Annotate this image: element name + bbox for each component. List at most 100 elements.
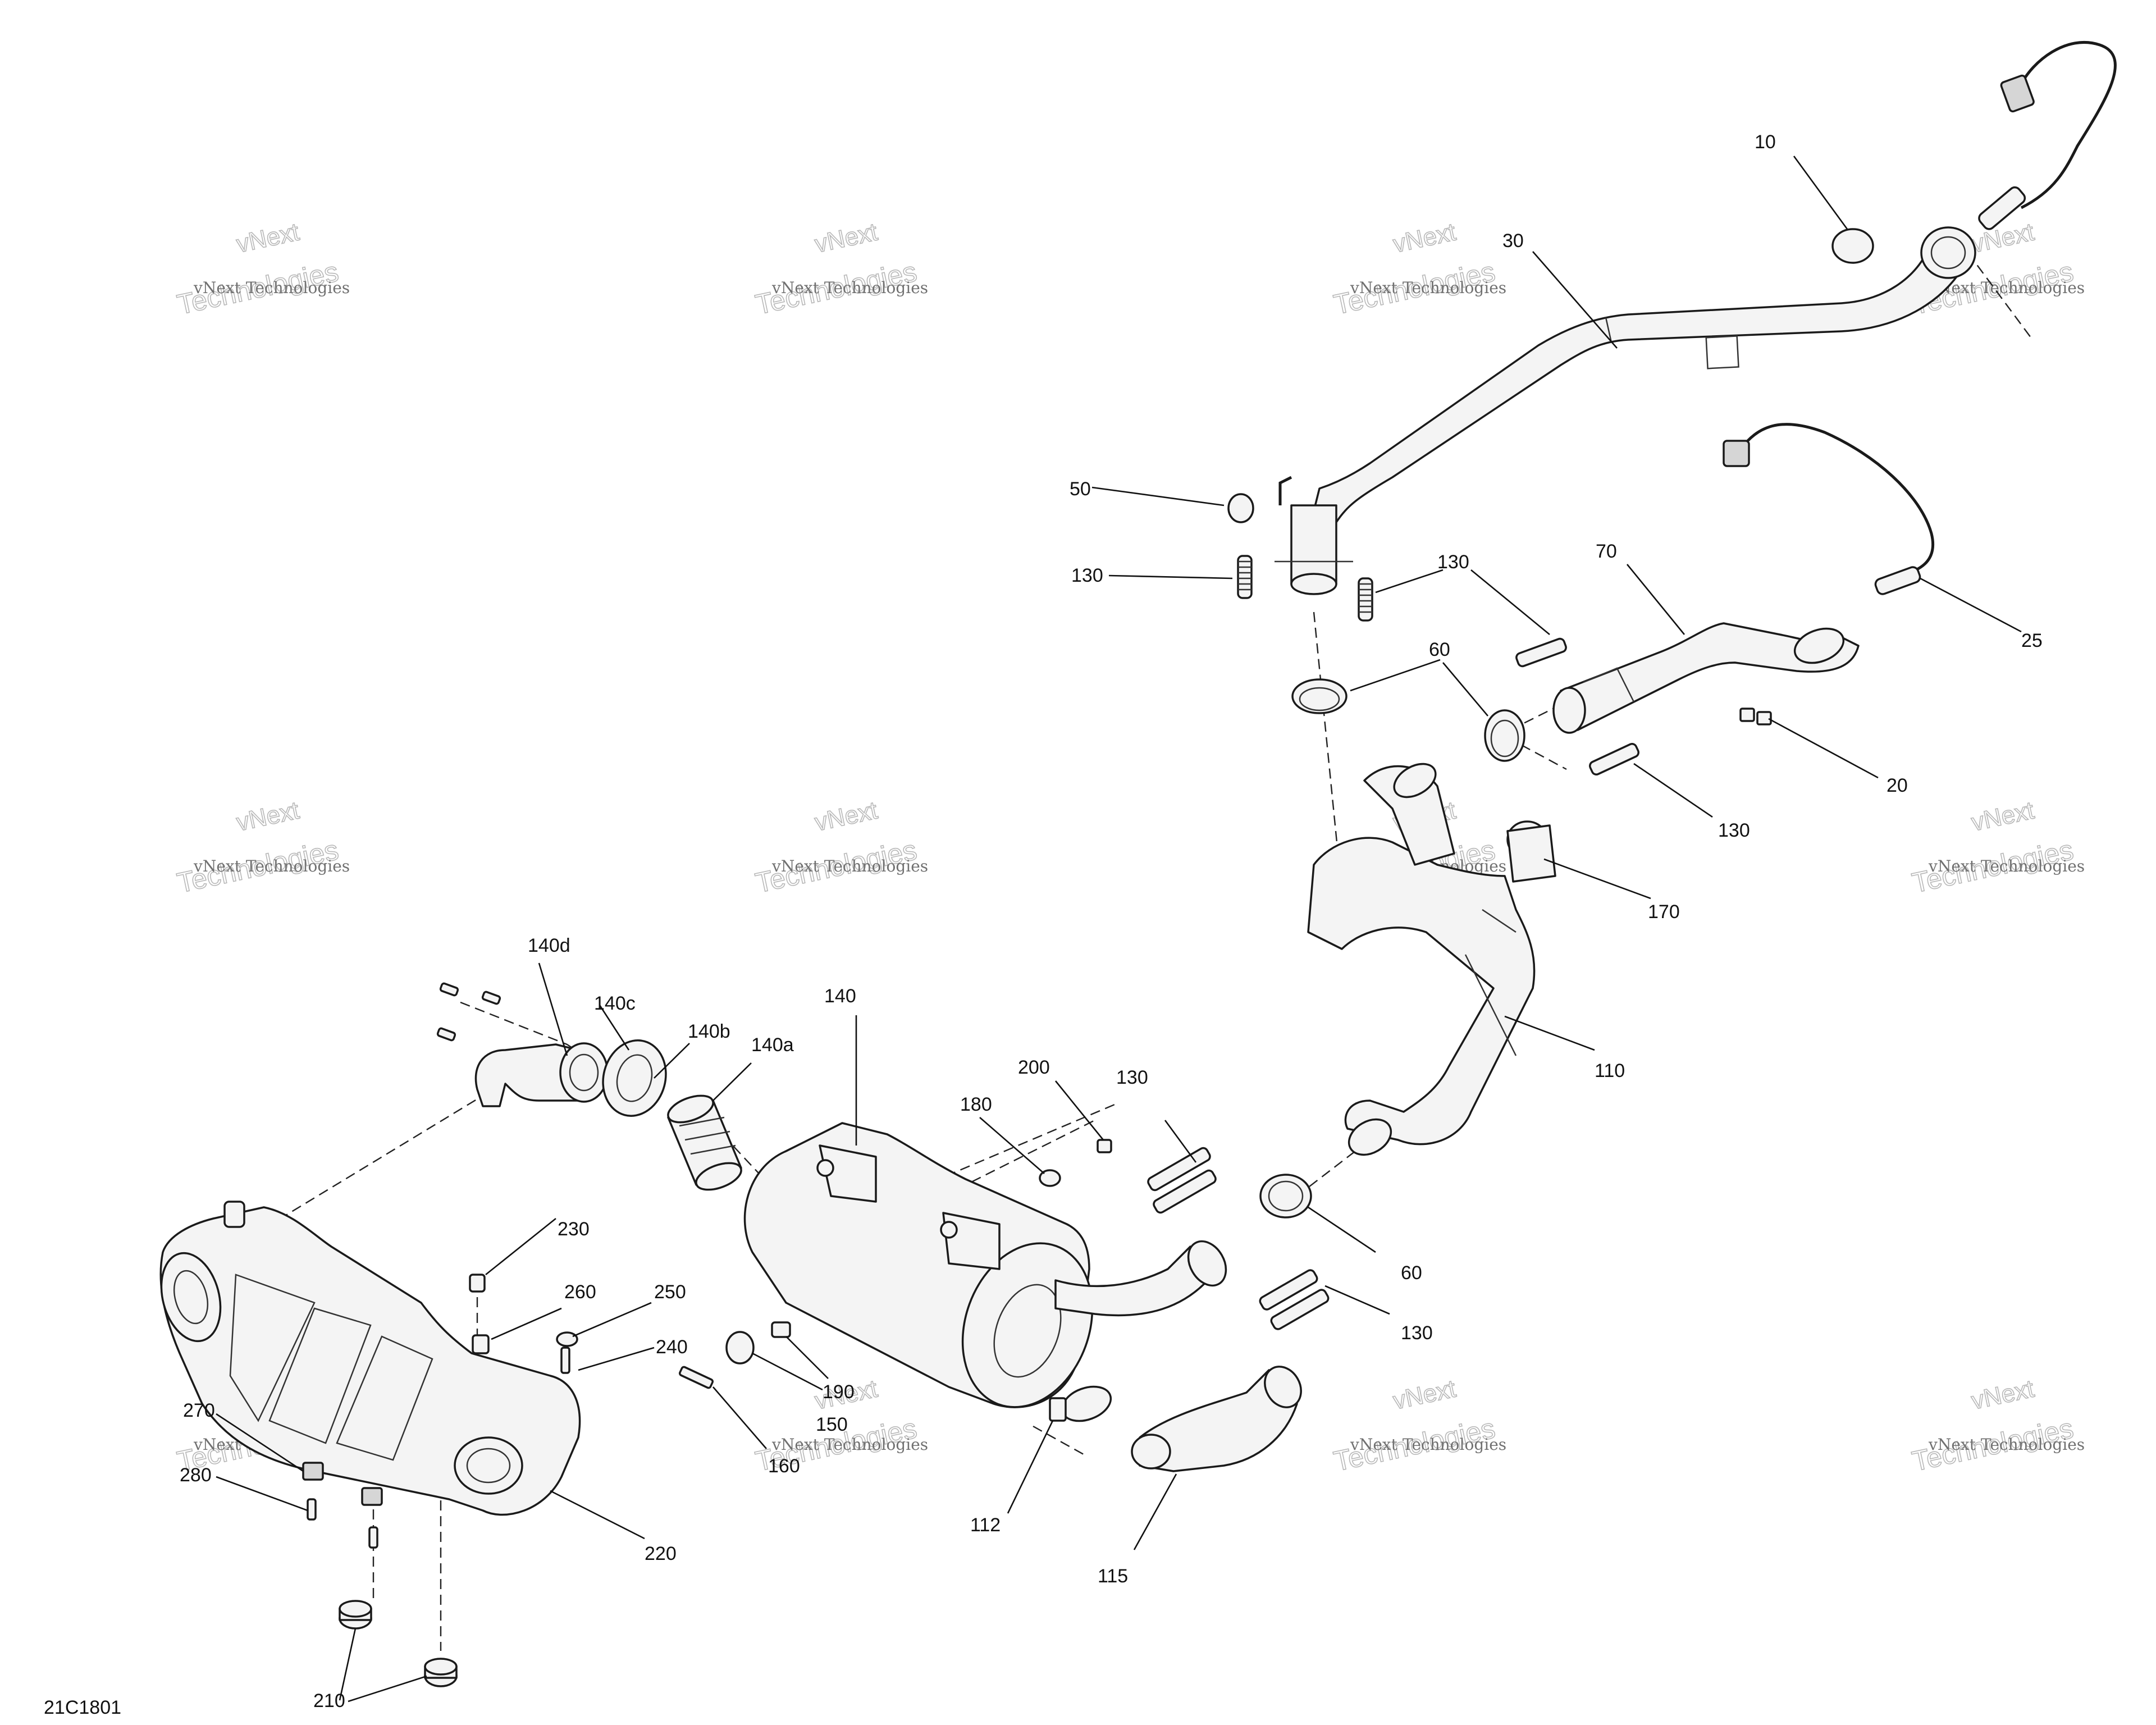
spring-130-b — [1358, 577, 1373, 622]
washer-250 — [556, 1331, 578, 1347]
bolt-160 — [678, 1366, 714, 1389]
gasket-60-c — [1259, 1174, 1312, 1219]
svg-text:vNext Technologies: vNext Technologies — [1928, 1435, 2085, 1454]
cap-50 — [1227, 493, 1254, 523]
callout-130: 130 — [1071, 565, 1103, 586]
nut-200 — [1097, 1139, 1112, 1153]
callout-60: 60 — [1429, 639, 1450, 660]
gasket-60-b — [1484, 709, 1525, 762]
callout-130: 130 — [1116, 1067, 1148, 1088]
svg-text:vNext: vNext — [234, 218, 302, 258]
rubber-mount-210 — [424, 1658, 458, 1687]
svg-text:vNext: vNext — [1391, 218, 1458, 258]
callout-170: 170 — [1648, 901, 1680, 923]
elbow-115 — [1131, 1366, 1302, 1472]
callout-130: 130 — [1401, 1322, 1433, 1344]
callout-130: 130 — [1437, 551, 1469, 573]
oxygen-sensor-lower — [1723, 423, 1935, 595]
callout-220: 220 — [645, 1543, 677, 1564]
callout-180: 180 — [960, 1094, 992, 1115]
callout-20: 20 — [1886, 775, 1908, 796]
spring-130-f — [1259, 1269, 1330, 1330]
callout-260: 260 — [564, 1281, 596, 1303]
svg-text:vNext: vNext — [234, 796, 302, 836]
callout-190: 190 — [823, 1381, 855, 1403]
callout-140d: 140d — [528, 935, 570, 956]
spring-130-a — [1237, 555, 1253, 599]
bracket-170 — [1506, 824, 1556, 883]
svg-text:vNext: vNext — [812, 218, 880, 258]
callout-115: 115 — [1098, 1566, 1128, 1587]
spring-130-e — [1147, 1147, 1217, 1214]
svg-text:vNext Technologies: vNext Technologies — [771, 279, 928, 297]
callout-150: 150 — [816, 1414, 848, 1435]
nut-20 — [1739, 708, 1772, 725]
callout-280: 280 — [180, 1464, 212, 1486]
callout-112: 112 — [970, 1514, 1001, 1536]
svg-text:vNext: vNext — [1969, 796, 2036, 836]
muffler-140 — [743, 1122, 1094, 1408]
diagram-reference-number: 21C1801 — [44, 1697, 121, 1718]
clip-270 — [361, 1487, 383, 1506]
bolt-280 — [307, 1498, 317, 1521]
muffler-outlet-pipe — [1054, 1240, 1227, 1317]
svg-text:vNext Technologies: vNext Technologies — [1928, 857, 2085, 875]
gasket-ring-10 — [1831, 228, 1874, 264]
callout-140a: 140a — [751, 1034, 794, 1056]
callout-25: 25 — [2021, 630, 2043, 651]
oxygen-sensor-upper — [1978, 40, 2117, 230]
callout-10: 10 — [1755, 131, 1776, 153]
heat-shield-220 — [159, 1201, 581, 1516]
watermark: vNext Technologies vNext Technologies — [1909, 796, 2085, 900]
leader-lines — [216, 156, 2022, 1703]
svg-text:vNext Technologies: vNext Technologies — [1928, 279, 2085, 297]
watermark: vNext Technologies vNext Technologies — [1331, 1375, 1506, 1478]
clip-270 — [302, 1462, 324, 1481]
svg-text:vNext: vNext — [1391, 1375, 1458, 1414]
header-outlet — [1275, 476, 1353, 595]
watermark: vNext Technologies vNext Technologies — [1331, 218, 1506, 321]
svg-text:vNext: vNext — [1969, 218, 2036, 258]
bolt-280 — [368, 1526, 378, 1549]
callout-110: 110 — [1595, 1060, 1625, 1081]
spacer-190 — [771, 1321, 791, 1338]
svg-text:vNext Technologies: vNext Technologies — [193, 279, 350, 297]
svg-text:vNext Technologies: vNext Technologies — [193, 857, 350, 875]
watermark: vNext Technologies vNext Technologies — [1909, 1375, 2085, 1478]
callout-140: 140 — [824, 985, 856, 1007]
svg-text:vNext Technologies: vNext Technologies — [1350, 279, 1506, 297]
spring-130-c — [1515, 637, 1567, 668]
spring-130-d — [1589, 742, 1639, 776]
spark-arrestor-140a — [667, 1094, 742, 1191]
callout-130: 130 — [1718, 820, 1750, 841]
watermark: vNext Technologies vNext Technologies — [174, 796, 350, 900]
callout-labels: 10 30 50 130 130 70 25 60 20 130 170 110… — [180, 131, 2043, 1712]
callout-200: 200 — [1018, 1057, 1050, 1078]
svg-text:vNext Technologies: vNext Technologies — [771, 857, 928, 875]
clamp-112 — [1049, 1385, 1112, 1422]
callout-250: 250 — [654, 1281, 686, 1303]
callout-270: 270 — [183, 1400, 215, 1421]
callout-140c: 140c — [594, 993, 636, 1014]
callout-210: 210 — [313, 1690, 345, 1712]
parts — [159, 40, 2117, 1687]
svg-text:vNext Technologies: vNext Technologies — [1350, 1435, 1506, 1454]
gasket-60-a — [1291, 678, 1347, 714]
y-pipe-110 — [1307, 763, 1548, 1156]
watermark: vNext Technologies vNext Technologies — [174, 218, 350, 321]
rubber-mount-210 — [339, 1600, 372, 1630]
elbow-140c — [474, 1042, 609, 1107]
callout-240: 240 — [656, 1336, 688, 1358]
watermark: vNext Technologies vNext Technologies — [752, 796, 928, 900]
gasket-140b — [602, 1039, 667, 1117]
washer-180 — [1039, 1169, 1061, 1187]
watermark: vNext Technologies vNext Technologies — [752, 218, 928, 321]
callout-140b: 140b — [688, 1021, 730, 1042]
callout-160: 160 — [768, 1455, 800, 1477]
callout-50: 50 — [1070, 478, 1091, 500]
heat-shield-bolts-140d — [436, 982, 501, 1042]
grommet-150 — [725, 1331, 755, 1365]
svg-text:vNext Technologies: vNext Technologies — [771, 1435, 928, 1454]
callout-30: 30 — [1502, 230, 1524, 252]
